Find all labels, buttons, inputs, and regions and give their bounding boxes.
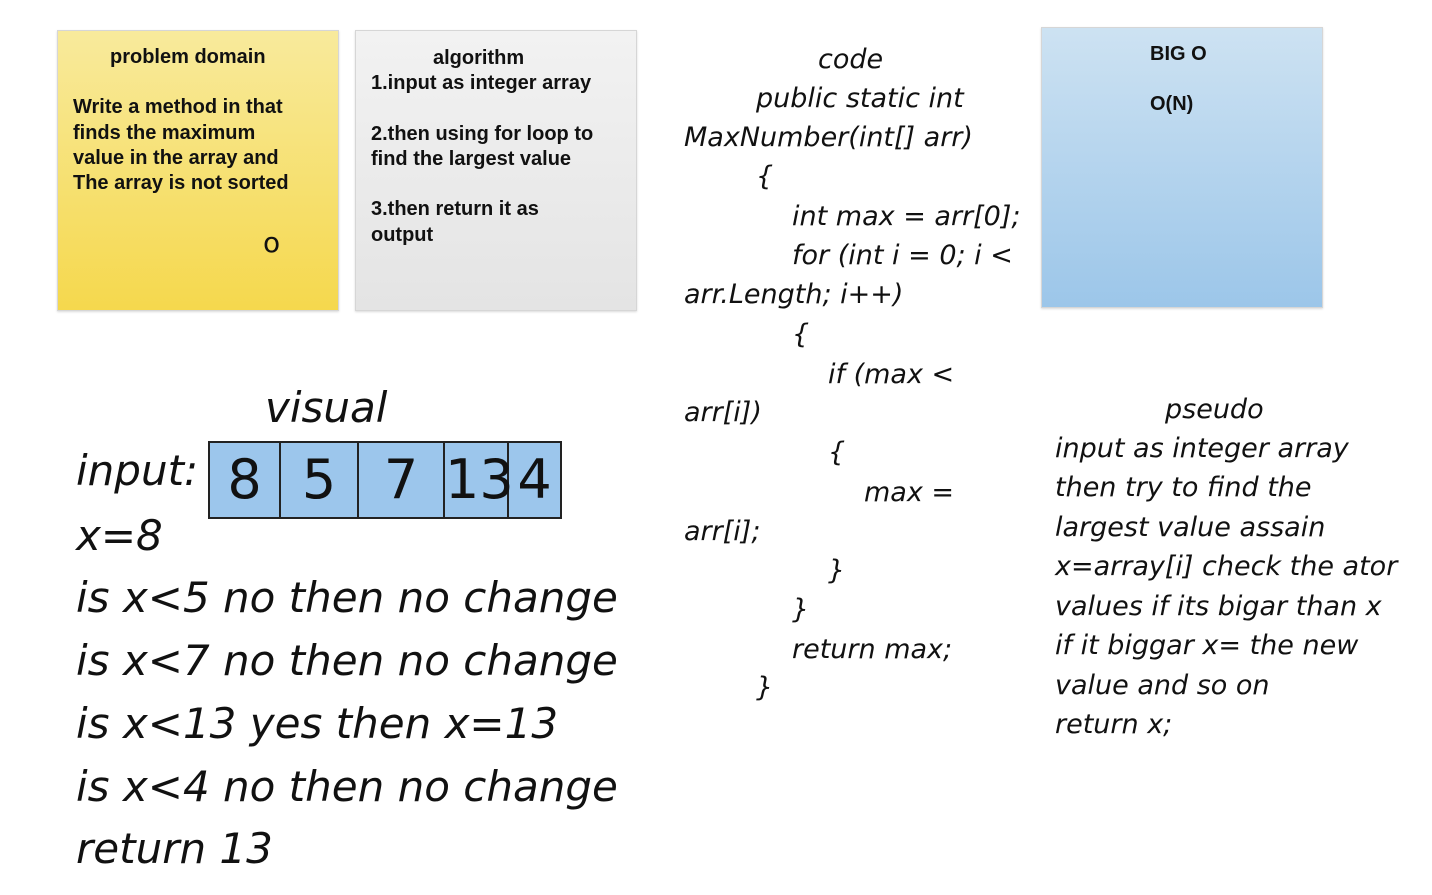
code-line: { bbox=[756, 161, 774, 192]
big-o-note: BIG O O(N) bbox=[1041, 27, 1323, 308]
input-array: 8 5 7 13 4 bbox=[208, 441, 562, 519]
big-o-title: BIG O bbox=[1150, 43, 1207, 65]
problem-domain-line: finds the maximum bbox=[73, 122, 256, 144]
pseudo-line: return x; bbox=[1055, 709, 1173, 740]
code-line: public static int bbox=[756, 83, 964, 114]
visual-step: x=8 bbox=[76, 511, 163, 560]
input-label: input: bbox=[76, 446, 199, 495]
visual-title: visual bbox=[265, 383, 388, 432]
array-cell: 5 bbox=[281, 443, 359, 517]
big-o-value: O(N) bbox=[1150, 93, 1194, 115]
algorithm-step-3: output bbox=[371, 224, 434, 246]
visual-step: is x<4 no then no change bbox=[76, 762, 618, 811]
problem-domain-note: problem domain Write a method in that fi… bbox=[57, 30, 339, 311]
code-line: max = bbox=[864, 477, 955, 508]
pseudo-line: largest value assain bbox=[1055, 512, 1326, 543]
code-line: return max; bbox=[792, 634, 953, 665]
pseudo-line: input as integer array bbox=[1055, 433, 1349, 464]
array-cell: 13 bbox=[445, 443, 514, 517]
visual-step: return 13 bbox=[76, 824, 273, 873]
code-title: code bbox=[818, 44, 884, 75]
pseudo-line: x=array[i] check the ator bbox=[1055, 551, 1398, 582]
code-line: { bbox=[792, 319, 810, 350]
code-line: } bbox=[756, 672, 774, 703]
algorithm-note: algorithm 1.input as integer array 2.the… bbox=[355, 30, 637, 311]
algorithm-step-2: 2.then using for loop to bbox=[371, 123, 594, 145]
algorithm-step-3: 3.then return it as bbox=[371, 198, 539, 220]
problem-domain-title: problem domain bbox=[110, 46, 266, 68]
problem-domain-line: value in the array and bbox=[73, 147, 279, 169]
code-line: int max = arr[0]; bbox=[792, 201, 1021, 232]
code-line: arr.Length; i++) bbox=[684, 279, 904, 310]
visual-step: is x<5 no then no change bbox=[76, 573, 618, 622]
code-line: for (int i = 0; i < bbox=[792, 240, 1013, 271]
algorithm-title: algorithm bbox=[433, 47, 525, 69]
code-line: arr[i]) bbox=[684, 397, 762, 428]
pseudo-line: if it biggar x= the new bbox=[1055, 630, 1359, 661]
problem-domain-line: Write a method in that bbox=[73, 96, 283, 118]
problem-domain-scribble: o bbox=[263, 226, 281, 259]
problem-domain-line: The array is not sorted bbox=[73, 172, 289, 194]
code-line: if (max < bbox=[828, 359, 955, 390]
code-line: MaxNumber(int[] arr) bbox=[684, 122, 973, 153]
array-cell: 7 bbox=[359, 443, 445, 517]
array-cell: 8 bbox=[210, 443, 281, 517]
pseudo-line: values if its bigar than x bbox=[1055, 591, 1382, 622]
code-line: { bbox=[828, 437, 846, 468]
algorithm-step-1: 1.input as integer array bbox=[371, 72, 592, 94]
pseudo-line: then try to find the bbox=[1055, 472, 1312, 503]
pseudo-title: pseudo bbox=[1165, 394, 1264, 425]
array-cell: 4 bbox=[517, 448, 552, 511]
code-line: } bbox=[792, 594, 810, 625]
visual-step: is x<7 no then no change bbox=[76, 636, 618, 685]
algorithm-step-2: find the largest value bbox=[371, 148, 572, 170]
pseudo-line: value and so on bbox=[1055, 670, 1270, 701]
visual-step: is x<13 yes then x=13 bbox=[76, 699, 559, 748]
code-line: } bbox=[828, 555, 846, 586]
code-line: arr[i]; bbox=[684, 516, 761, 547]
